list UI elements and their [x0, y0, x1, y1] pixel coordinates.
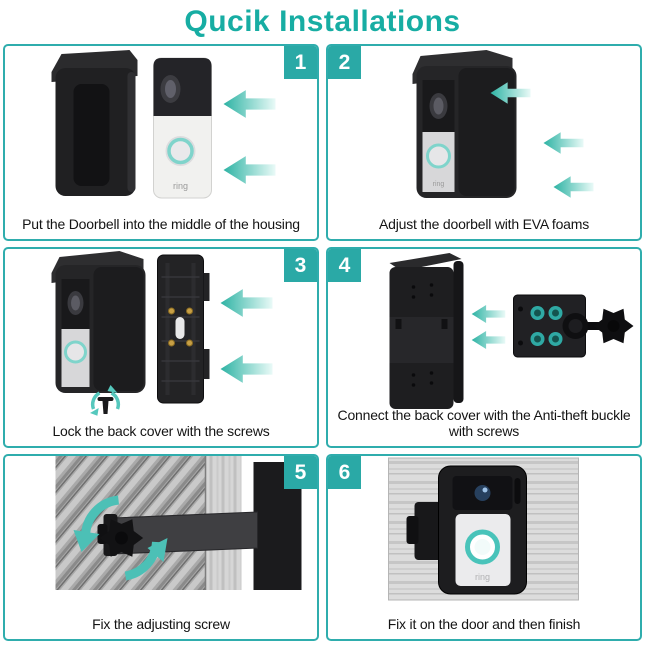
thumb-knob-icon: [593, 308, 634, 344]
step-6-number-badge: 6: [328, 456, 361, 489]
back-cover-illustration: [157, 254, 210, 404]
arrow-left-icon: [220, 289, 273, 317]
arrow-left-icon: [471, 331, 506, 349]
doorbell-logo: ring: [475, 572, 490, 582]
step-5-illustration: [55, 456, 302, 590]
arrow-left-icon: [220, 355, 273, 383]
doorbell-logo: ring: [173, 181, 188, 191]
housing-back-illustration: [389, 253, 464, 409]
buckle-screws: [530, 306, 563, 346]
steps-grid: 1 ring: [0, 44, 645, 641]
step-4-number-badge: 4: [328, 249, 361, 282]
step-panel-1: 1 ring: [3, 44, 319, 241]
step-panel-4: 4: [326, 247, 642, 448]
step-2-caption: Adjust the doorbell with EVA foams: [378, 215, 590, 232]
step-6-illustration: ring: [388, 457, 579, 601]
step-panel-5: 5: [3, 454, 319, 641]
step-4-caption: Connect the back cover with the Anti-the…: [337, 406, 631, 439]
step-5-caption: Fix the adjusting screw: [92, 615, 230, 632]
rotation-arrowheads: [73, 530, 168, 562]
doorbell-illustration: ring: [153, 57, 212, 199]
doorbell-in-housing-illustration: [51, 251, 146, 393]
step-2-illustration: ring: [412, 50, 594, 198]
anti-theft-buckle-illustration: [513, 294, 634, 358]
step-4-illustration: [389, 253, 634, 409]
arrow-left-icon: [471, 305, 506, 323]
arrow-left-icon: [223, 90, 276, 118]
screw-icon: [90, 385, 121, 416]
doorbell-in-housing-illustration: ring: [412, 50, 517, 198]
housing-illustration: [51, 50, 138, 196]
arrow-left-icon: [223, 156, 276, 184]
doorbell-logo: ring: [433, 181, 445, 188]
mounted-doorbell-illustration: ring: [438, 465, 527, 595]
arrow-left-icon: [543, 132, 584, 154]
step-1-illustration: ring: [51, 50, 276, 199]
step-1-number-badge: 1: [284, 46, 317, 79]
step-2-number-badge: 2: [328, 46, 361, 79]
step-1-caption: Put the Doorbell into the middle of the …: [22, 215, 300, 232]
step-3-caption: Lock the back cover with the screws: [52, 422, 270, 439]
arrow-left-icon: [553, 176, 594, 198]
step-3-number-badge: 3: [284, 249, 317, 282]
step-panel-2: 2 ring Adjust the doorbell with EVA f: [326, 44, 642, 241]
step-panel-3: 3: [3, 247, 319, 448]
step-3-illustration: [51, 251, 273, 416]
page-title: Qucik Installations: [184, 5, 461, 38]
step-6-caption: Fix it on the door and then finish: [387, 615, 581, 632]
step-5-number-badge: 5: [284, 456, 317, 489]
step-panel-6: 6 ring Fix it o: [326, 454, 642, 641]
